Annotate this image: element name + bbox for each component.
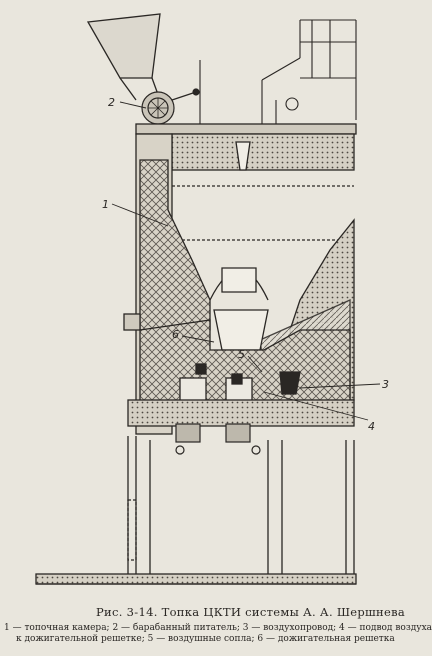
callout-2: 2: [108, 96, 115, 109]
platform-railing: [199, 19, 357, 125]
hopper: [86, 13, 161, 101]
air-nozzles: [175, 423, 261, 455]
callout-3: 3: [382, 378, 389, 391]
figure-legend: 1 — топочная камера; 2 — барабанный пита…: [4, 623, 432, 645]
furnace-drawing: 2 1 3 4 6 5: [35, 13, 389, 585]
callout-1: 1: [102, 198, 109, 211]
callout-labels: 2 1 3 4 6 5: [102, 96, 389, 433]
callout-5: 5: [238, 348, 245, 361]
figure-caption-title: Рис. 3-14. Топка ЦКТИ системы А. А. Шерш…: [96, 605, 406, 619]
upper-frame: [135, 123, 357, 241]
support-columns: [127, 436, 355, 582]
drum-feeder: [141, 88, 200, 125]
callout-4: 4: [368, 420, 375, 433]
legend-line-2: к дожигательной решетке; 5 — воздушные с…: [16, 634, 395, 644]
leader-lines: [111, 101, 381, 421]
callout-6: 6: [172, 328, 179, 341]
floor: [35, 573, 357, 585]
legend-line-1: 1 — топочная камера; 2 — барабанный пита…: [4, 623, 432, 633]
ash-pit: [127, 319, 355, 427]
